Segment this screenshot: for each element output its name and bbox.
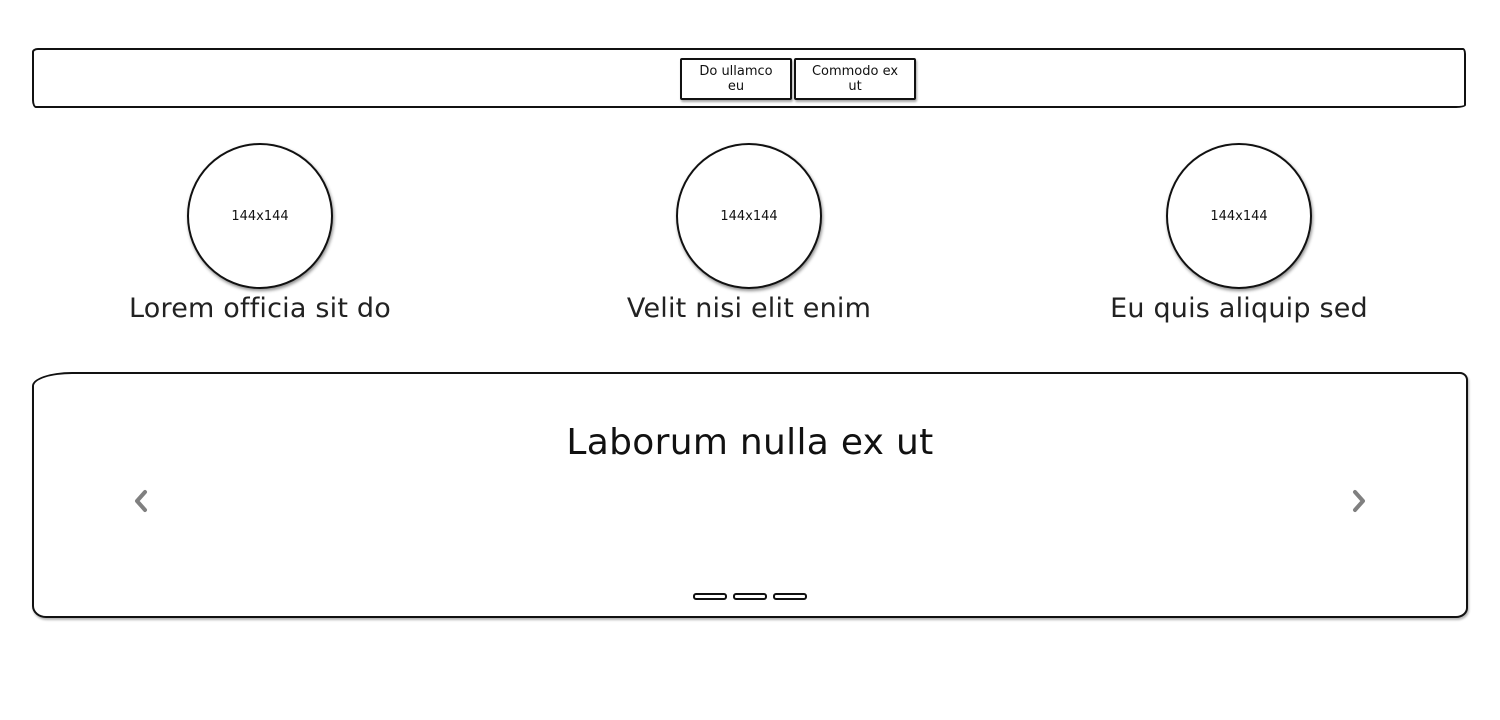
carousel-indicator-1[interactable]	[693, 593, 727, 600]
carousel-indicator-2[interactable]	[733, 593, 767, 600]
feature-caption: Eu quis aliquip sed	[1110, 293, 1368, 324]
feature-image-placeholder: 144x144	[676, 143, 822, 289]
carousel-prev-button[interactable]	[126, 484, 156, 518]
carousel-indicators	[693, 593, 807, 600]
chevron-right-icon	[1353, 490, 1365, 512]
feature-caption: Lorem officia sit do	[129, 293, 391, 324]
feature-image-placeholder: 144x144	[187, 143, 333, 289]
image-size-label: 144x144	[1210, 208, 1268, 224]
feature-caption: Velit nisi elit enim	[626, 293, 872, 324]
feature-item: 144x144 Lorem officia sit do	[110, 143, 410, 324]
carousel-title: Laborum nulla ex ut	[566, 422, 934, 463]
chevron-left-icon	[135, 490, 147, 512]
carousel-next-button[interactable]	[1344, 484, 1374, 518]
feature-item: 144x144 Eu quis aliquip sed	[1089, 143, 1389, 324]
feature-item: 144x144 Velit nisi elit enim	[599, 143, 899, 324]
nav-button-do-ullamco-eu[interactable]: Do ullamco eu	[680, 58, 792, 100]
carousel	[32, 372, 1468, 618]
image-size-label: 144x144	[231, 208, 289, 224]
nav-button-commodo-ex-ut[interactable]: Commodo ex ut	[794, 58, 916, 100]
nav-button-group: Do ullamco eu Commodo ex ut	[680, 58, 916, 100]
carousel-indicator-3[interactable]	[773, 593, 807, 600]
feature-image-placeholder: 144x144	[1166, 143, 1312, 289]
image-size-label: 144x144	[720, 208, 778, 224]
